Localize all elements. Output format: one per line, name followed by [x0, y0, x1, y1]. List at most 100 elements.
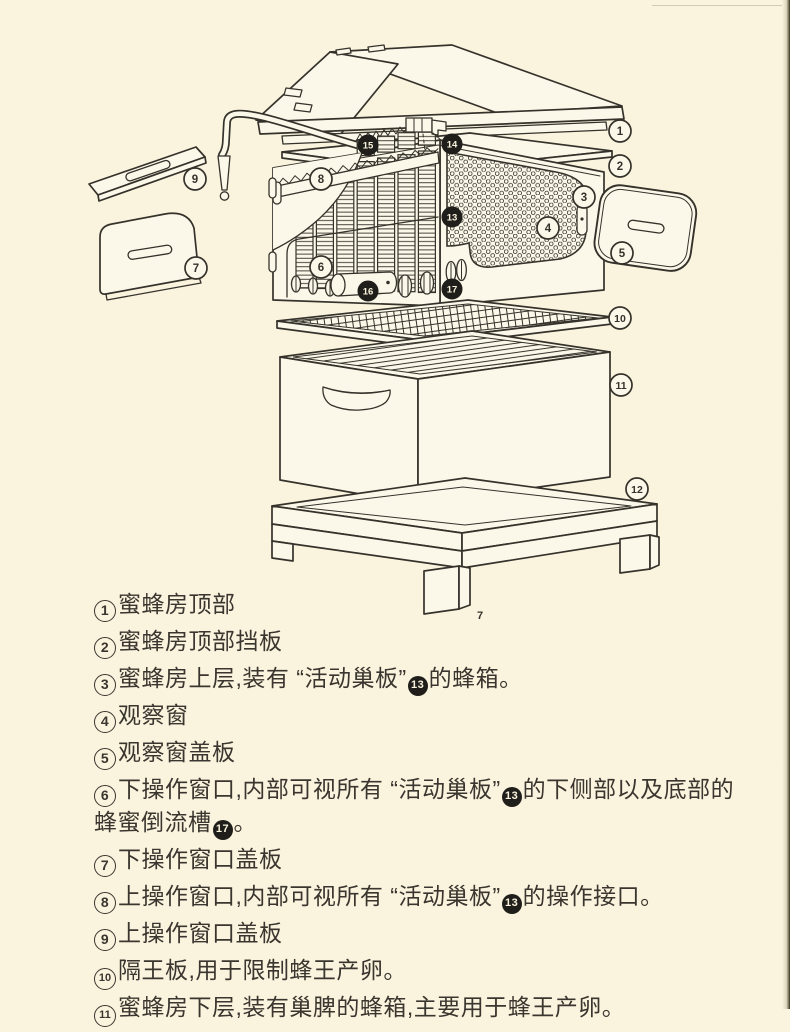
upper-cover-strip — [88, 146, 207, 202]
svg-text:4: 4 — [545, 223, 552, 235]
legend-text: 上操作窗口盖板 — [118, 920, 283, 946]
legend-text: 观察窗盖板 — [118, 739, 236, 765]
svg-text:1: 1 — [617, 126, 624, 138]
callout-14: 14 — [441, 133, 463, 155]
legend-text: 蜜蜂房顶部挡板 — [118, 628, 283, 654]
roof-right-slope — [329, 44, 623, 115]
svg-text:8: 8 — [318, 174, 325, 186]
roof-fascia — [257, 106, 625, 135]
svg-text:16: 16 — [363, 286, 374, 297]
svg-text:12: 12 — [631, 484, 643, 496]
hinge — [268, 251, 277, 273]
legend-marker-4: 4 — [94, 710, 116, 733]
page-top-edge — [652, 5, 782, 6]
svg-text:6: 6 — [318, 262, 324, 274]
roof-ridge-tab — [367, 44, 386, 53]
roof-vent-slat — [293, 102, 313, 113]
key-tool — [405, 117, 447, 152]
legend-badge-13: 13 — [407, 675, 428, 696]
callout-5: 5 — [610, 241, 634, 265]
svg-text:9: 9 — [192, 174, 198, 186]
callout-1: 1 — [608, 119, 632, 143]
roof-vent-slat — [283, 87, 303, 98]
callout-2: 2 — [608, 154, 632, 178]
book-page: { "page": { "number": "7", "background_c… — [88, 0, 790, 1027]
observation-cover-panel — [593, 184, 698, 272]
svg-text:3: 3 — [581, 192, 587, 204]
legend-text: 上操作窗口,内部可视所有 “活动巢板” — [118, 883, 501, 909]
svg-text:10: 10 — [614, 313, 626, 325]
callout-11: 11 — [609, 373, 633, 397]
legend-badge-13: 13 — [501, 893, 522, 914]
callout-6: 6 — [309, 255, 333, 279]
panel-slot-handle — [127, 244, 173, 260]
svg-text:2: 2 — [617, 161, 623, 173]
legend-text: 观察窗 — [118, 702, 189, 728]
svg-text:11: 11 — [615, 380, 626, 392]
callout-8: 8 — [309, 167, 333, 191]
legend-marker-10: 10 — [94, 967, 116, 990]
base-leg — [619, 534, 651, 574]
callout-12: 12 — [625, 477, 649, 501]
lower-cover-panel — [99, 212, 202, 301]
roof — [255, 44, 625, 145]
lower-window-frame — [286, 216, 439, 298]
svg-text:17: 17 — [447, 284, 458, 295]
legend-text: 的下侧部以及底部的蜂蜜倒流槽 — [94, 776, 735, 835]
tube-dropper — [217, 155, 231, 191]
panel-slot-handle — [627, 219, 665, 234]
page-right-edge — [782, 0, 790, 1009]
base-leg — [271, 540, 294, 562]
legend-marker-7: 7 — [94, 854, 116, 877]
callout-9: 9 — [183, 167, 207, 191]
callout-16: 16 — [357, 280, 379, 302]
svg-text:5: 5 — [619, 248, 626, 260]
legend-marker-8: 8 — [94, 891, 116, 914]
legend-marker-11: 11 — [94, 1004, 116, 1027]
legend-text: 隔王板,用于限制蜂王产卵。 — [118, 957, 407, 983]
brood-frame-top-bars — [292, 335, 598, 375]
callout-17: 17 — [441, 278, 463, 300]
legend-badge-13: 13 — [501, 786, 522, 807]
tube-tip — [219, 191, 230, 201]
callout-4: 4 — [536, 216, 560, 240]
svg-text:15: 15 — [363, 140, 374, 151]
honey-tube — [217, 109, 382, 201]
roof-ridge-tab — [335, 47, 352, 56]
hinge — [268, 177, 277, 199]
callout-13: 13 — [441, 206, 463, 228]
legend-marker-2: 2 — [94, 636, 116, 659]
legend-text: 蜜蜂房顶部 — [118, 591, 236, 617]
legend-marker-9: 9 — [94, 928, 116, 951]
callout-3: 3 — [572, 185, 596, 209]
legend-text: 的蜂箱。 — [428, 665, 523, 691]
base-stand — [271, 477, 660, 615]
legend-marker-1: 1 — [94, 599, 116, 622]
svg-text:7: 7 — [193, 263, 199, 275]
legend-text: 下操作窗口,内部可视所有 “活动巢板” — [118, 776, 501, 802]
legend-text: 下操作窗口盖板 — [118, 846, 283, 872]
legend-text: 。 — [233, 809, 257, 835]
strip-slot-handle — [125, 159, 171, 182]
svg-text:14: 14 — [447, 139, 458, 150]
svg-text:13: 13 — [447, 212, 458, 223]
callout-7: 7 — [184, 256, 208, 280]
legend-marker-5: 5 — [94, 747, 116, 770]
legend-badge-17: 17 — [212, 819, 233, 840]
legend-marker-3: 3 — [94, 673, 116, 696]
legend-text: 蜜蜂房上层,装有 “活动巢板” — [118, 665, 407, 691]
latch-pin — [580, 217, 584, 221]
callout-10: 10 — [608, 306, 632, 330]
